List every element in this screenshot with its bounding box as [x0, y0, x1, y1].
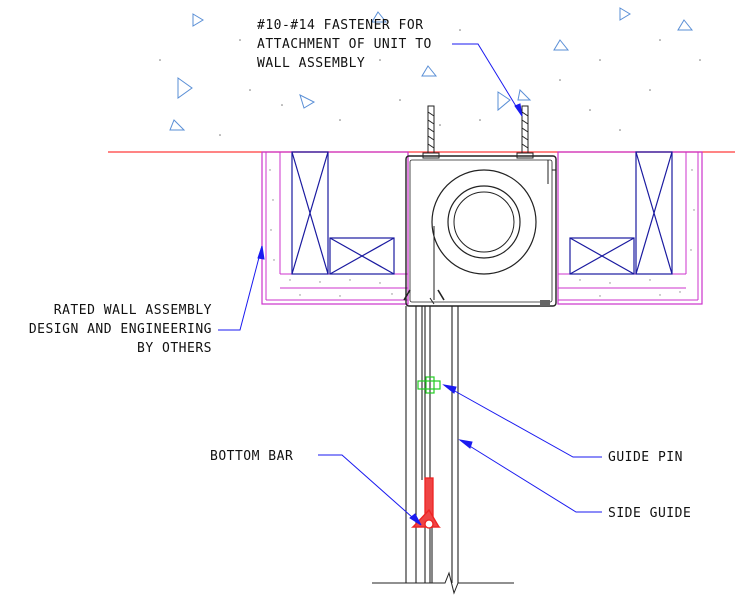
left-horizontal-block: [329, 237, 395, 275]
door-unit-housing: [403, 155, 557, 307]
fastener-label-line-2: ATTACHMENT OF UNIT TO: [257, 37, 432, 52]
right-fastener-rod: [516, 105, 534, 159]
left-fastener-rod: [422, 105, 440, 159]
break-line: [372, 571, 514, 595]
label-side-guide: SIDE GUIDE: [608, 506, 691, 521]
right-horizontal-block: [569, 237, 635, 275]
wall-label-line-1: RATED WALL ASSEMBLY: [54, 303, 212, 318]
guide-pin: [417, 376, 441, 394]
leaders: [218, 43, 602, 526]
insulation-speckle: [269, 169, 695, 297]
label-bottom-bar: BOTTOM BAR: [210, 449, 293, 464]
wall-label-line-3: BY OTHERS: [137, 341, 212, 356]
right-vertical-stud: [635, 151, 673, 275]
drum-outer-ring: [447, 185, 521, 259]
drum-inner-ring: [453, 191, 515, 253]
concrete-dots: [159, 29, 701, 136]
coil-drum: [431, 169, 537, 275]
side-guide: [405, 306, 459, 583]
wall-label-line-2: DESIGN AND ENGINEERING: [29, 322, 212, 337]
label-wall-assembly: RATED WALL ASSEMBLY DESIGN AND ENGINEERI…: [29, 303, 212, 356]
left-vertical-stud: [291, 151, 329, 275]
left-wall-assembly: [261, 151, 409, 305]
label-fastener: #10-#14 FASTENER FOR ATTACHMENT OF UNIT …: [257, 18, 432, 71]
concrete-deck: [169, 7, 694, 131]
fastener-label-line-3: WALL ASSEMBLY: [257, 56, 365, 71]
label-guide-pin: GUIDE PIN: [608, 450, 683, 465]
fastener-label-line-1: #10-#14 FASTENER FOR: [257, 18, 424, 33]
right-wall-assembly: [557, 151, 703, 305]
